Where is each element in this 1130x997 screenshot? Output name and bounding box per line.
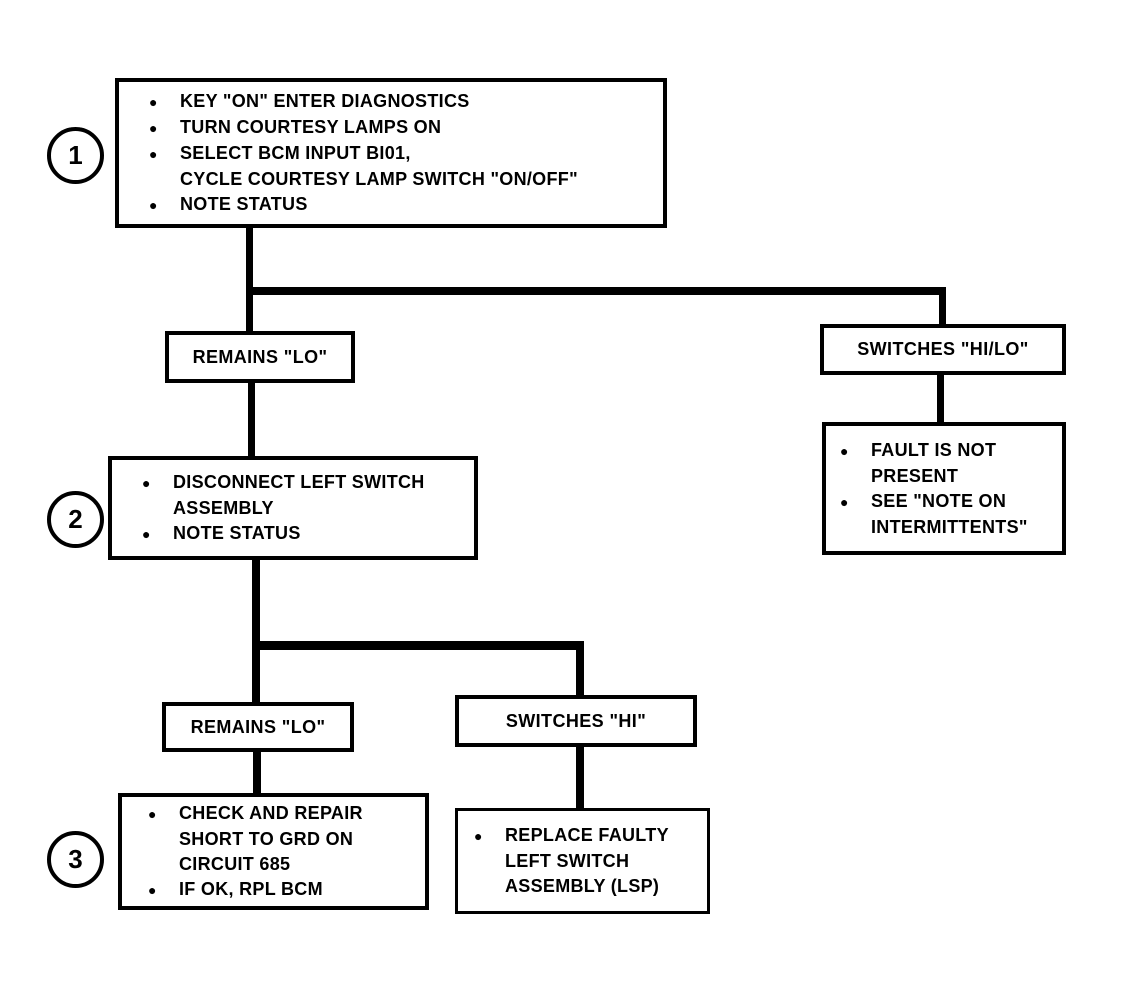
step1-line-text: KEY "ON" ENTER DIAGNOSTICS: [180, 90, 470, 111]
step1-line: CYCLE COURTESY LAMP SWITCH "ON/OFF": [149, 167, 663, 192]
bullet-icon: ●: [148, 805, 157, 822]
connector-branch2-right-down: [576, 641, 584, 698]
step2-line: ● NOTE STATUS: [142, 521, 474, 547]
connector-remains-lo2-down: [253, 750, 261, 796]
step2-lines: ● DISCONNECT LEFT SWITCH ASSEMBLY ● NOTE…: [112, 460, 474, 556]
result-replace-line: ASSEMBLY (LSP): [474, 874, 707, 899]
connector-branch1-horizontal: [246, 287, 946, 295]
step-badge-2-number: 2: [68, 504, 83, 534]
result-fault-line: ● FAULT IS NOT: [840, 438, 1062, 464]
step-badge-3-number: 3: [68, 844, 83, 874]
step3-box: ● CHECK AND REPAIR SHORT TO GRD ON CIRCU…: [118, 793, 429, 910]
result-fault-line-text: PRESENT: [871, 465, 959, 486]
bullet-icon: ●: [148, 881, 157, 898]
result-fault-lines: ● FAULT IS NOT PRESENT ● SEE "NOTE ON IN…: [826, 426, 1062, 551]
step3-line-text: CIRCUIT 685: [179, 853, 291, 874]
step-badge-1-number: 1: [68, 140, 83, 170]
result-fault-line-text: INTERMITTENTS": [871, 516, 1028, 537]
result-replace-lines: ● REPLACE FAULTY LEFT SWITCH ASSEMBLY (L…: [458, 811, 707, 911]
result-fault-line: INTERMITTENTS": [840, 515, 1062, 540]
step1-line: ● SELECT BCM INPUT BI01,: [149, 141, 663, 167]
step2-line: ● DISCONNECT LEFT SWITCH: [142, 470, 474, 496]
decision-switches-hi: SWITCHES "HI": [455, 695, 697, 747]
decision-switches-hilo-label: SWITCHES "HI/LO": [857, 339, 1029, 359]
step2-line-text: DISCONNECT LEFT SWITCH: [173, 471, 425, 492]
step2-box: ● DISCONNECT LEFT SWITCH ASSEMBLY ● NOTE…: [108, 456, 478, 560]
step3-lines: ● CHECK AND REPAIR SHORT TO GRD ON CIRCU…: [122, 797, 425, 906]
step3-line: CIRCUIT 685: [148, 852, 425, 877]
decision-switches-hi-label: SWITCHES "HI": [505, 710, 647, 731]
result-fault-line: PRESENT: [840, 464, 1062, 489]
step2-line: ASSEMBLY: [142, 496, 474, 521]
step2-line-text: NOTE STATUS: [173, 522, 301, 543]
decision-switches-hilo: SWITCHES "HI/LO": [820, 324, 1066, 375]
connector-step2-down: [252, 557, 260, 705]
connector-branch1-right-down: [939, 287, 946, 327]
step3-line: ● CHECK AND REPAIR: [148, 801, 425, 827]
bullet-icon: ●: [149, 93, 158, 110]
connector-step1-down: [246, 226, 253, 333]
step1-line-text: SELECT BCM INPUT BI01,: [180, 142, 411, 163]
step1-line-text: CYCLE COURTESY LAMP SWITCH "ON/OFF": [180, 168, 578, 189]
bullet-icon: ●: [840, 493, 849, 510]
connector-switches-hi-down: [576, 745, 584, 811]
step1-lines: ● KEY "ON" ENTER DIAGNOSTICS ● TURN COUR…: [119, 82, 663, 224]
result-fault-line-text: SEE "NOTE ON: [871, 490, 1007, 511]
result-replace-line: LEFT SWITCH: [474, 849, 707, 874]
result-fault-not-present-box: ● FAULT IS NOT PRESENT ● SEE "NOTE ON IN…: [822, 422, 1066, 555]
step-badge-1: 1: [47, 127, 104, 184]
step-badge-2: 2: [47, 491, 104, 548]
bullet-icon: ●: [149, 145, 158, 162]
decision-remains-lo-2: REMAINS "LO": [162, 702, 354, 752]
bullet-icon: ●: [474, 828, 483, 844]
step1-line: ● NOTE STATUS: [149, 192, 663, 218]
result-fault-line: ● SEE "NOTE ON: [840, 489, 1062, 515]
decision-remains-lo-1: REMAINS "LO": [165, 331, 355, 383]
step1-box: ● KEY "ON" ENTER DIAGNOSTICS ● TURN COUR…: [115, 78, 667, 228]
step2-line-text: ASSEMBLY: [173, 497, 274, 518]
connector-remains-lo1-down: [248, 380, 255, 458]
connector-switches-hilo-down: [937, 372, 944, 425]
decision-remains-lo-1-label: REMAINS "LO": [192, 346, 328, 367]
step3-line-text: IF OK, RPL BCM: [179, 878, 323, 899]
bullet-icon: ●: [149, 119, 158, 136]
step-badge-3: 3: [47, 831, 104, 888]
result-replace-line: ● REPLACE FAULTY: [474, 823, 707, 849]
step1-line: ● KEY "ON" ENTER DIAGNOSTICS: [149, 89, 663, 115]
bullet-icon: ●: [149, 196, 158, 213]
step3-line: ● IF OK, RPL BCM: [148, 877, 425, 903]
step3-line-text: SHORT TO GRD ON: [179, 828, 354, 849]
step3-line: SHORT TO GRD ON: [148, 827, 425, 852]
result-replace-line-text: LEFT SWITCH: [505, 851, 630, 871]
result-fault-line-text: FAULT IS NOT: [871, 439, 997, 460]
result-replace-switch-box: ● REPLACE FAULTY LEFT SWITCH ASSEMBLY (L…: [455, 808, 710, 914]
result-replace-line-text: ASSEMBLY (LSP): [505, 876, 660, 896]
decision-remains-lo-2-label: REMAINS "LO": [190, 716, 326, 737]
step3-line-text: CHECK AND REPAIR: [179, 802, 363, 823]
bullet-icon: ●: [840, 442, 849, 459]
bullet-icon: ●: [142, 474, 151, 491]
step1-line-text: NOTE STATUS: [180, 193, 308, 214]
step1-line: ● TURN COURTESY LAMPS ON: [149, 115, 663, 141]
bullet-icon: ●: [142, 525, 151, 542]
step1-line-text: TURN COURTESY LAMPS ON: [180, 116, 442, 137]
result-replace-line-text: REPLACE FAULTY: [505, 825, 669, 845]
connector-branch2-horizontal: [252, 641, 584, 650]
